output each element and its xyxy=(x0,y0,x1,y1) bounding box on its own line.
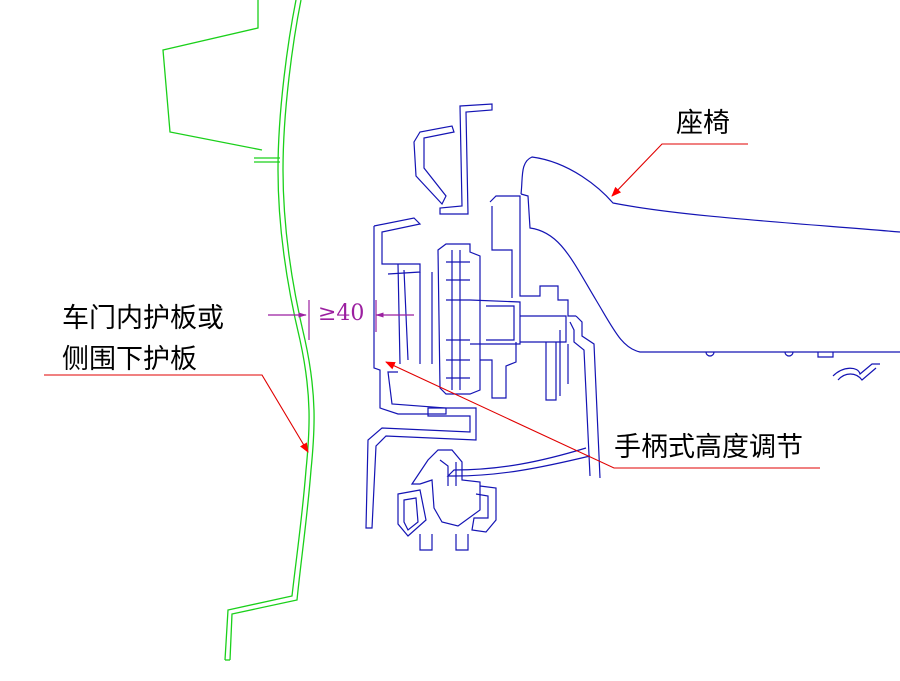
handle-leader xyxy=(385,361,820,469)
seat-label: 座椅 xyxy=(676,108,730,139)
door-panel-label-line2: 侧围下护板 xyxy=(62,344,197,375)
door-trim-panel-outline xyxy=(162,0,315,661)
clearance-dimension xyxy=(268,300,414,340)
leader-lines xyxy=(44,143,820,469)
door-panel-leader xyxy=(44,374,309,453)
seat-structure xyxy=(365,103,900,551)
seat-leader xyxy=(611,143,748,197)
handle-height-adjust-label: 手柄式高度调节 xyxy=(614,432,803,463)
door-panel-label-line1: 车门内护板或 xyxy=(62,303,224,334)
clearance-value: ≥40 xyxy=(318,301,365,326)
